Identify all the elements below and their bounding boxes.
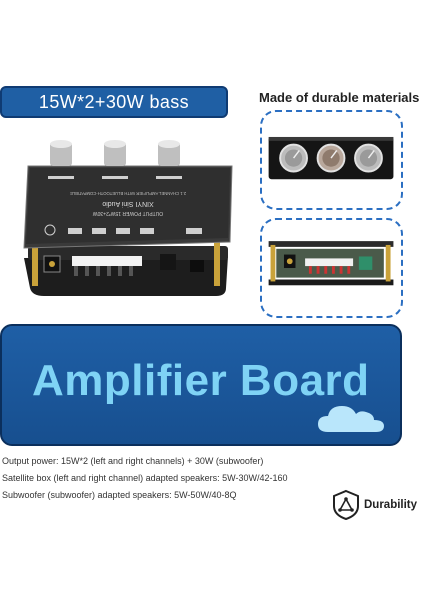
spec-satellite-speakers: Satellite box (left and right channel) a… [2, 473, 288, 483]
amplifier-board-banner: Amplifier Board [0, 324, 402, 446]
board-title-text: XINYI Sini Audio [102, 200, 153, 207]
detail-knobs-frame [260, 110, 403, 210]
shield-triangle-icon [333, 489, 359, 521]
spec-output-power: Output power: 15W*2 (left and right chan… [2, 456, 264, 466]
spec-subwoofer-speakers: Subwoofer (subwoofer) adapted speakers: … [2, 490, 237, 500]
board-channel-text: 2.1 CHANNEL AMPLIFIER WITH BLUETOOTH-COM… [70, 191, 186, 196]
durable-materials-heading: Made of durable materials [259, 90, 420, 105]
power-spec-label: 15W*2+30W bass [38, 91, 190, 112]
durability-label: Durability [364, 499, 418, 511]
durability-badge: Durability [332, 489, 424, 521]
board-output-text: OUTPUT POWER 15W*2+30W [93, 210, 164, 216]
power-spec-pill: 15W*2+30W bass [0, 86, 228, 118]
cloud-icon [318, 406, 384, 432]
banner-title: Amplifier Board [32, 356, 370, 405]
detail-side-frame [260, 218, 403, 318]
board-side-closeup-image [268, 241, 394, 286]
amplifier-board-image: XINYI Sini Audio OUTPUT POWER 15W*2+30W … [23, 140, 233, 296]
knobs-closeup-image [268, 136, 394, 180]
